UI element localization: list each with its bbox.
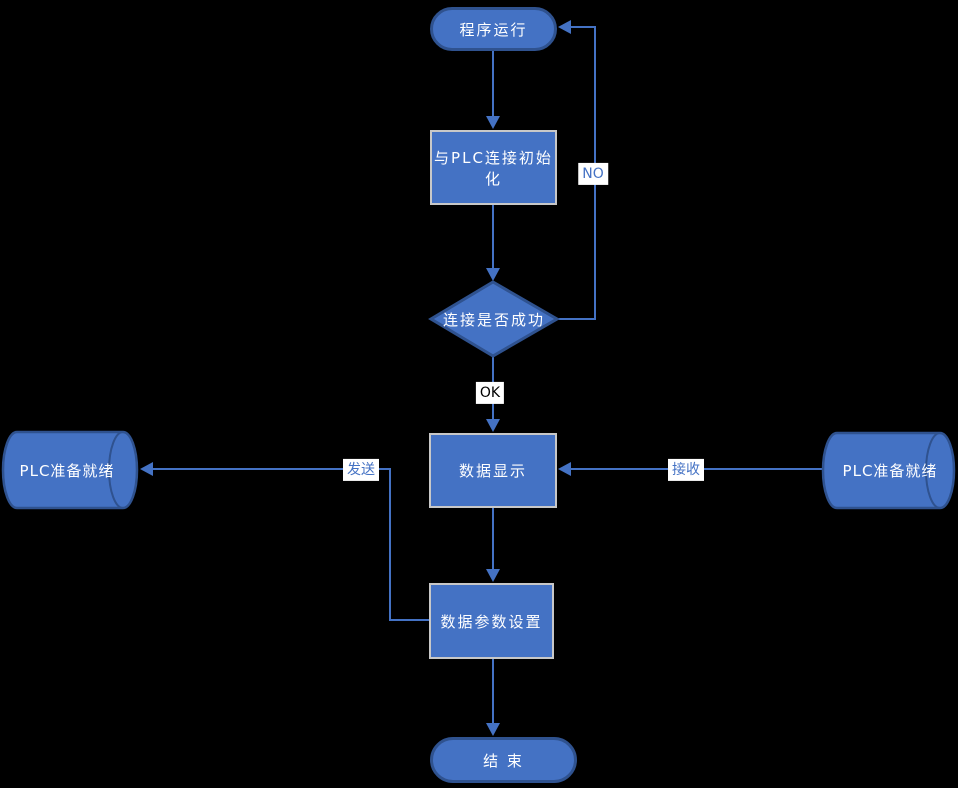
node-display-label: 数据显示 — [458, 462, 527, 480]
node-plc-send-label-text: PLC准备就绪 — [19, 461, 115, 480]
edge-label-receive: 接收 — [668, 458, 704, 482]
edge-label-ok: OK — [475, 381, 505, 405]
arrowhead-into-display-right — [558, 462, 571, 476]
node-plc-send-label: PLC准备就绪 — [3, 432, 131, 508]
arrowhead-into-end — [486, 723, 500, 736]
node-init: 与PLC连接初始化 — [430, 130, 557, 205]
node-start-label: 程序运行 — [459, 20, 528, 39]
cylinder-shape-right — [821, 431, 956, 510]
edge-label-no: NO — [578, 162, 608, 186]
node-start: 程序运行 — [430, 7, 557, 51]
arrowhead-into-left-cylinder — [140, 462, 153, 476]
node-params: 数据参数设置 — [429, 583, 554, 659]
node-plc-receive-label: PLC准备就绪 — [823, 433, 957, 508]
node-display: 数据显示 — [429, 433, 557, 508]
edge-send — [152, 468, 429, 621]
node-decision-label-text: 连接是否成功 — [442, 310, 545, 329]
node-end-label: 结 束 — [483, 751, 524, 770]
edge-label-send: 发送 — [343, 458, 379, 482]
node-decision-label: 连接是否成功 — [431, 282, 557, 356]
decision-diamond-shape — [428, 280, 560, 358]
arrowhead-into-decision — [486, 268, 500, 281]
arrowhead-into-start — [558, 20, 571, 34]
node-params-label: 数据参数设置 — [440, 612, 543, 631]
arrowhead-into-params — [486, 569, 500, 582]
node-end: 结 束 — [430, 737, 577, 783]
node-plc-receive-label-text: PLC准备就绪 — [842, 462, 938, 480]
node-init-label: 与PLC连接初始化 — [434, 148, 553, 188]
arrowhead-into-display-top — [486, 419, 500, 432]
arrowhead-into-init — [486, 116, 500, 129]
cylinder-shape-left — [1, 430, 139, 510]
